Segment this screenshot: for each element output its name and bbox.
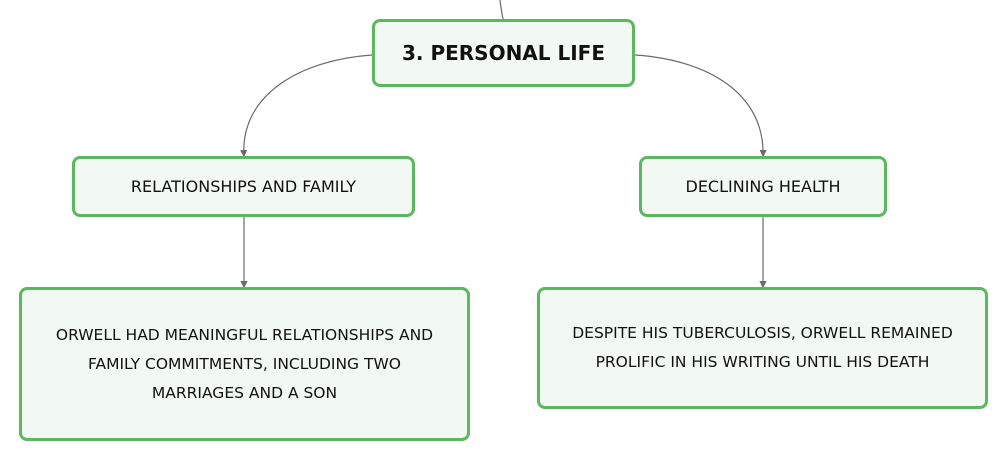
node-label-relationships: RELATIONSHIPS AND FAMILY xyxy=(130,177,357,196)
connector-root-to-health xyxy=(634,54,767,158)
root-node-personal-life[interactable]: 3. PERSONAL LIFE xyxy=(372,19,635,87)
node-relationships-and-family[interactable]: RELATIONSHIPS AND FAMILY xyxy=(72,156,415,217)
detail-text-health: DESPITE HIS TUBERCULOSIS, ORWELL REMAINE… xyxy=(572,324,953,371)
node-declining-health[interactable]: DECLINING HEALTH xyxy=(639,156,887,217)
connector-parent-to-root xyxy=(499,0,504,20)
detail-node-health[interactable]: DESPITE HIS TUBERCULOSIS, ORWELL REMAINE… xyxy=(537,287,988,409)
root-node-label: 3. PERSONAL LIFE xyxy=(401,41,606,65)
detail-node-relationships[interactable]: ORWELL HAD MEANINGFUL RELATIONSHIPS AND … xyxy=(19,287,470,441)
node-label-health: DECLINING HEALTH xyxy=(685,177,841,196)
detail-text-relationships: ORWELL HAD MEANINGFUL RELATIONSHIPS AND … xyxy=(55,325,434,402)
connector-root-to-relationships xyxy=(240,54,373,158)
